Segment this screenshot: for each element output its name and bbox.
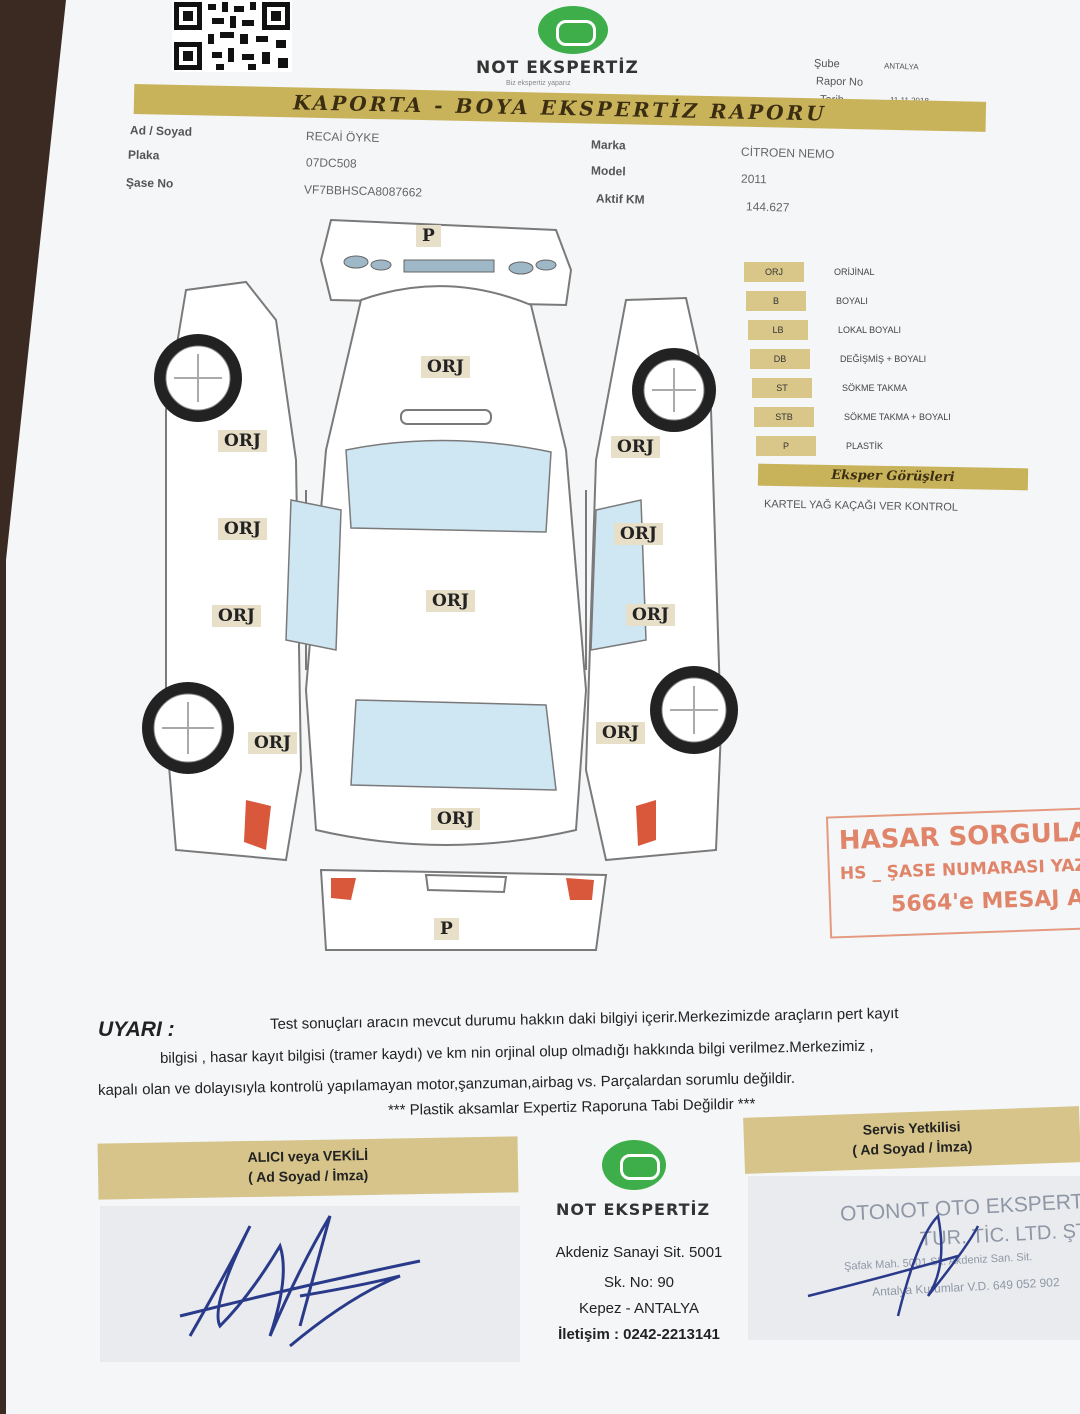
legend-row: STB SÖKME TAKMA + BOYALI [754,407,1034,429]
legend-row: DB DEĞİŞMİŞ + BOYALI [750,349,1030,371]
field-value-plate: 07DC508 [305,155,357,171]
legend-desc: SÖKME TAKMA + BOYALI [844,412,951,422]
legend-desc: BOYALI [836,296,868,306]
stamp-line-1: HASAR SORGULAM [838,816,1080,857]
report-sheet: NOT EKSPERTİZ Biz ekspertiz yaparız Şube… [6,0,1080,1414]
brand-name: NOT EKSPERTİZ [476,58,639,78]
legend-row: LB LOKAL BOYALI [748,320,1028,342]
address-line-2: Sk. No: 90 [603,1274,675,1291]
service-signature-image [807,1213,980,1317]
stamp-line-2: HS _ ŞASE NUMARASI YAZ [839,855,1080,885]
field-label-chassis: Şase No [125,175,174,191]
expert-opinion-heading: Eksper Görüşleri [757,463,1029,491]
brand-tagline: Biz ekspertiz yaparız [506,80,571,87]
address-line-1: Akdeniz Sanayi Sit. 5001 [555,1244,723,1261]
car-outline-drawing [142,218,738,951]
field-value-model: 2011 [740,171,767,187]
part-front-bumper: P [416,225,441,247]
field-label-name: Ad / Soyad [129,123,193,139]
part-hood: ORJ [421,356,470,378]
car-body-diagram: P ORJ ORJ ORJ P ORJ ORJ ORJ ORJ ORJ ORJ … [126,210,766,980]
warning-title: UYARI : [98,1018,175,1041]
legend-desc: SÖKME TAKMA [842,383,908,393]
part-left-front-door: ORJ [218,518,267,540]
part-right-rear-fender: ORJ [596,722,645,744]
part-left-front-fender: ORJ [218,430,267,452]
legend-code: P [756,436,816,456]
buyer-signature-header: ALICI veya VEKİLİ ( Ad Soyad / İmza) [97,1136,519,1200]
buyer-signature-image [179,1215,421,1348]
brand-logo-icon [538,6,608,54]
address-line-3: Kepez - ANTALYA [578,1300,700,1317]
legend-code: STB [754,407,814,427]
legend-row: ST SÖKME TAKMA [752,378,1032,400]
meta-value-branch: ANTALYA [883,61,919,72]
field-label-brand: Marka [590,137,626,153]
warning-line-3: kapalı olan ve dolayısıyla kontrolü yapı… [97,1069,796,1099]
address-brand: NOT EKSPERTİZ [556,1200,711,1219]
warning-line-2: bilgisi , hasar kayıt bilgisi (tramer ka… [159,1037,874,1067]
wheel-icons [142,334,738,774]
field-value-chassis: VF7BBHSCA8087662 [303,182,423,200]
damage-query-stamp: HASAR SORGULAM HS _ ŞASE NUMARASI YAZ 56… [825,807,1080,939]
report-title-banner: KAPORTA - BOYA EKSPERTİZ RAPORU [133,84,987,132]
part-right-front-fender: ORJ [611,436,660,458]
part-right-rear-door: ORJ [626,604,675,626]
warning-line-4: *** Plastik aksamlar Expertiz Raporuna T… [387,1095,756,1119]
legend-row: P PLASTİK [756,436,1036,458]
part-trunk: ORJ [431,808,480,830]
legend-code: ST [752,378,812,398]
meta-label-branch: Şube [813,57,840,71]
field-value-name: RECAİ ÖYKE [305,129,380,145]
legend-code: B [746,291,806,311]
legend-desc: DEĞİŞMİŞ + BOYALI [840,354,927,364]
field-label-km: Aktif KM [595,191,645,207]
legend-desc: LOKAL BOYALI [838,325,902,335]
service-signature-box: OTONOT OTO EKSPERTİZ TUR. TİC. LTD. ŞTİ.… [748,1176,1080,1340]
part-rear-bumper: P [434,918,459,940]
buyer-signature-box [100,1206,520,1362]
report-title: KAPORTA - BOYA EKSPERTİZ RAPORU [292,90,827,126]
legend-code: LB [748,320,808,340]
legend-code: DB [750,349,810,369]
stamp-line-3: 5664'e MESAJ AT [890,885,1080,918]
legend-desc: PLASTİK [846,441,884,451]
legend-code: ORJ [744,262,804,282]
field-label-plate: Plaka [127,147,160,163]
field-label-model: Model [590,163,626,179]
field-value-brand: CİTROEN NEMO [740,144,835,162]
meta-label-report-no: Rapor No [815,75,864,89]
service-signature-header: Servis Yetkilisi ( Ad Soyad / İmza) [743,1106,1080,1174]
warning-line-1: Test sonuçları aracın mevcut durumu hakk… [269,1005,899,1033]
part-roof: ORJ [426,590,475,612]
address-line-4: İletişim : 0242-2213141 [558,1326,720,1343]
brand-logo-icon-bottom [602,1140,666,1190]
legend-row: ORJ ORİJİNAL [744,262,1024,284]
legend-desc: ORİJİNAL [834,267,875,277]
legend-row: B BOYALI [746,291,1026,313]
part-left-rear-fender: ORJ [248,732,297,754]
expert-opinion-text: KARTEL YAĞ KAÇAĞI VER KONTROL [763,498,959,514]
part-right-front-door: ORJ [614,523,663,545]
part-left-rear-door: ORJ [212,605,261,627]
qr-code-icon [172,0,292,72]
